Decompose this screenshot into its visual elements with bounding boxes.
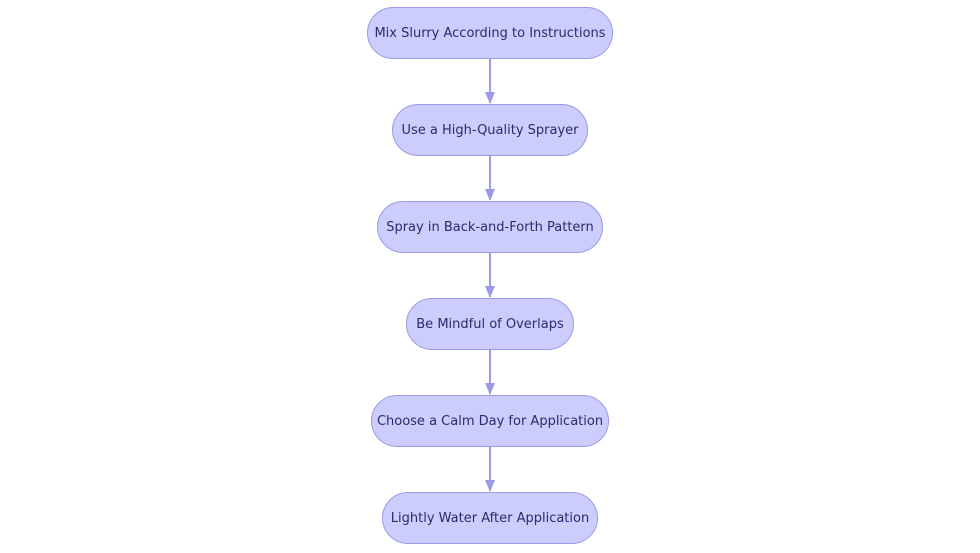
step-spray-pattern: Spray in Back-and-Forth Pattern (377, 201, 603, 253)
step-label: Choose a Calm Day for Application (376, 413, 604, 429)
step-lightly-water: Lightly Water After Application (382, 492, 598, 544)
step-label: Use a High-Quality Sprayer (401, 122, 579, 138)
step-use-sprayer: Use a High-Quality Sprayer (392, 104, 588, 156)
step-mix-slurry: Mix Slurry According to Instructions (367, 7, 613, 59)
step-label: Be Mindful of Overlaps (416, 316, 564, 332)
step-mindful-overlaps: Be Mindful of Overlaps (406, 298, 574, 350)
step-label: Lightly Water After Application (390, 510, 590, 526)
step-calm-day: Choose a Calm Day for Application (371, 395, 609, 447)
step-label: Mix Slurry According to Instructions (374, 25, 606, 41)
step-label: Spray in Back-and-Forth Pattern (386, 219, 594, 235)
